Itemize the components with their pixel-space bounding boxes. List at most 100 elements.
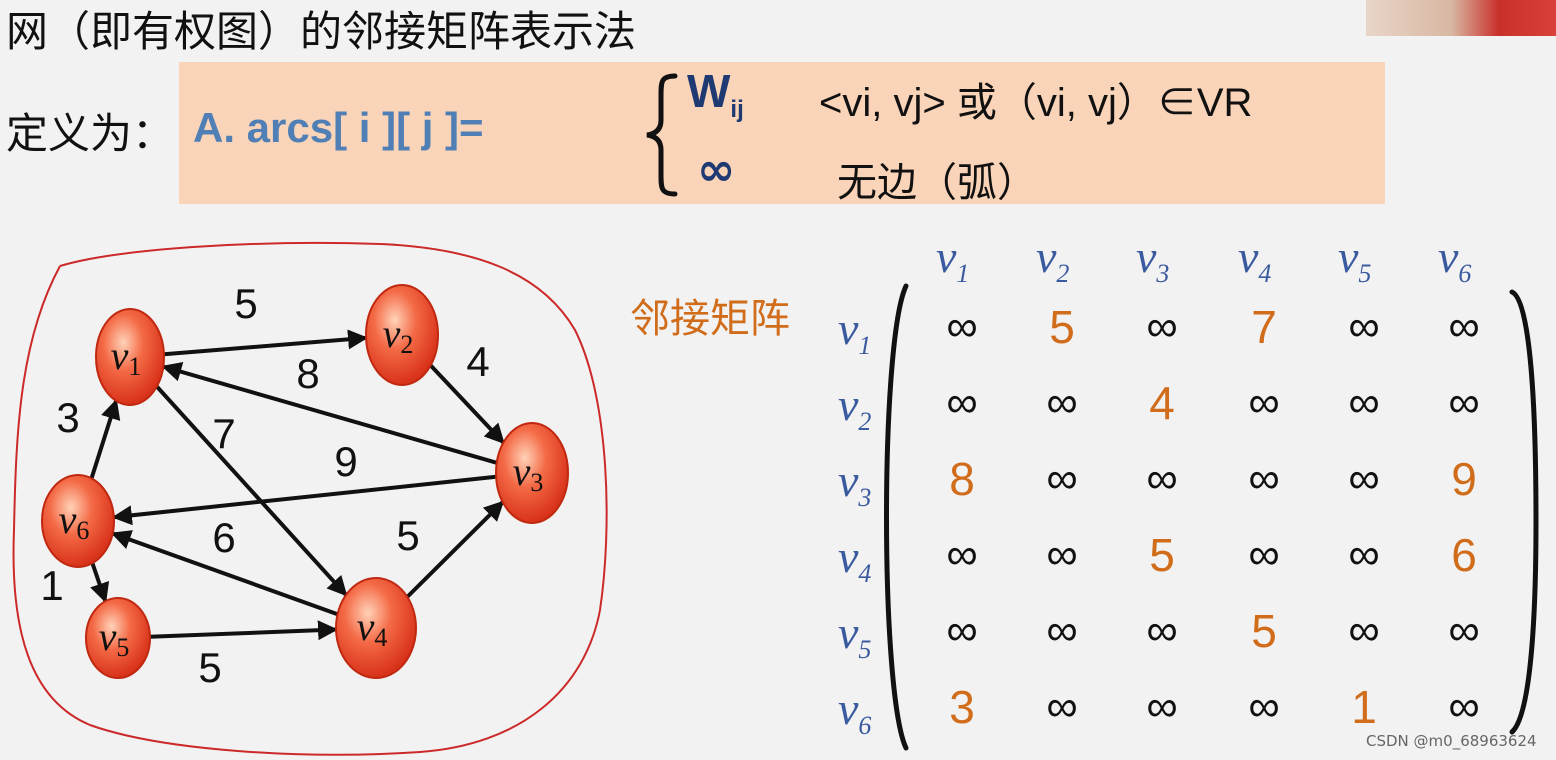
- matrix-cell: ∞: [1448, 606, 1480, 655]
- col-header: v3: [1136, 231, 1170, 289]
- vertex-v5: v5: [85, 597, 151, 679]
- vertex-label: v3: [513, 449, 544, 497]
- vertex-shape: [365, 284, 439, 386]
- left-bracket-icon: [884, 283, 909, 751]
- weight-symbol: Wij: [687, 65, 744, 124]
- vertex-shape: [95, 308, 165, 406]
- edge-v6-v1: [89, 398, 121, 479]
- matrix-cell: ∞: [1348, 606, 1380, 655]
- definition-label: 定义为：: [6, 109, 175, 158]
- matrix-cell: ∞: [1146, 302, 1178, 351]
- matrix-cell: 4: [1149, 377, 1175, 429]
- matrix-cell: ∞: [1146, 682, 1178, 731]
- matrix-cell: ∞: [1146, 606, 1178, 655]
- edge-condition: <vi, vj> 或（vi, vj）∈VR: [819, 81, 1253, 125]
- row-header: v5: [838, 607, 872, 665]
- vertex-v6: v6: [41, 474, 115, 568]
- edge-weight-v4-v3: 5: [396, 512, 419, 559]
- matrix-cell: ∞: [1046, 454, 1078, 503]
- matrix-cell: ∞: [1448, 302, 1480, 351]
- right-bracket-icon: [1509, 289, 1539, 735]
- edge-weight-v5-v4: 5: [198, 644, 221, 691]
- matrix-cell: ∞: [1448, 682, 1480, 731]
- col-header: v1: [936, 231, 970, 289]
- vertex-v3: v3: [495, 422, 569, 524]
- edge-weight-v1-v4: 7: [212, 410, 235, 457]
- matrix-cell: ∞: [1046, 378, 1078, 427]
- formula-lhs: A. arcs[ i ][ j ]=: [193, 104, 484, 151]
- matrix-cell: 9: [1451, 453, 1477, 505]
- edge-weight-v6-v5: 1: [40, 562, 63, 609]
- watermark: CSDN @m0_68963624: [1366, 732, 1537, 750]
- matrix-cell: ∞: [946, 606, 978, 655]
- edge-v2-v3: [429, 363, 505, 445]
- col-header: v2: [1036, 231, 1070, 289]
- vertex-label: v4: [357, 604, 388, 652]
- col-header: v4: [1238, 231, 1272, 289]
- matrix-cell: ∞: [1448, 378, 1480, 427]
- edge-v6-v5: [90, 562, 110, 604]
- edge-v1-v2: [163, 329, 369, 357]
- matrix-cell: 5: [1251, 605, 1277, 657]
- matrix-cell: 1: [1351, 681, 1377, 733]
- matrix-cell: ∞: [1046, 530, 1078, 579]
- vertex-v1: v1: [95, 308, 165, 406]
- matrix-cell: ∞: [1248, 378, 1280, 427]
- matrix-title: 邻接矩阵: [630, 296, 790, 342]
- edge-weight-v3-v6: 9: [334, 438, 357, 485]
- matrix-cell: ∞: [1046, 606, 1078, 655]
- matrix-cell: 5: [1049, 301, 1075, 353]
- matrix-cell: ∞: [1248, 682, 1280, 731]
- matrix-cell: 8: [949, 453, 975, 505]
- matrix-cell: ∞: [1348, 530, 1380, 579]
- webcam-overlay: [1366, 0, 1556, 36]
- row-header: v3: [838, 455, 872, 513]
- matrix-cell: ∞: [1248, 530, 1280, 579]
- edge-weight-v2-v3: 4: [466, 338, 489, 385]
- vertex-v2: v2: [365, 284, 439, 386]
- graph-outline: [12, 241, 608, 756]
- matrix-cell: ∞: [946, 378, 978, 427]
- vertex-label: v5: [99, 614, 130, 662]
- edge-weight-v6-v1: 3: [56, 394, 79, 441]
- edge-v4-v6: [110, 530, 339, 617]
- matrix-cell: ∞: [1146, 454, 1178, 503]
- matrix-cell: 6: [1451, 529, 1477, 581]
- vertex-shape: [495, 422, 569, 524]
- vertex-label: v2: [383, 311, 414, 359]
- vertex-v4: v4: [335, 577, 417, 679]
- slide-title: 网（即有权图）的邻接矩阵表示法: [6, 7, 637, 56]
- weighted-digraph: 5 4 8 7 9 6 5 3 1 5 v1 v2 v3 v4 v5 v6: [12, 241, 608, 756]
- edge-weight-v1-v2: 5: [234, 280, 257, 327]
- edge-v5-v4: [149, 620, 339, 641]
- matrix-cell: ∞: [1348, 454, 1380, 503]
- vertex-label: v6: [59, 497, 90, 545]
- infinity-symbol: ∞: [697, 142, 736, 196]
- row-header: v2: [838, 379, 872, 437]
- edge-weight-v3-v1: 8: [296, 350, 319, 397]
- vertex-label: v1: [111, 333, 142, 381]
- matrix-cell: ∞: [1248, 454, 1280, 503]
- edge-v3-v6: [111, 474, 497, 526]
- edge-v1-v4: [155, 385, 348, 597]
- row-header: v4: [838, 531, 872, 589]
- matrix-cell: ∞: [1046, 682, 1078, 731]
- matrix-cell: 5: [1149, 529, 1175, 581]
- no-edge-condition: 无边（弧）: [837, 160, 1037, 206]
- edge-v4-v3: [405, 500, 505, 599]
- definition-box: A. arcs[ i ][ j ]= Wij <vi, vj> 或（vi, vj…: [179, 62, 1385, 206]
- matrix-cell: 3: [949, 681, 975, 733]
- vertex-shape: [85, 597, 151, 679]
- edge-weight-v4-v6: 6: [212, 514, 235, 561]
- vertex-shape: [41, 474, 115, 568]
- curly-brace-icon: [646, 73, 678, 197]
- vertex-shape: [335, 577, 417, 679]
- matrix-cell: ∞: [1348, 302, 1380, 351]
- row-header: v1: [838, 303, 872, 361]
- matrix-cell: ∞: [946, 530, 978, 579]
- col-header: v6: [1438, 231, 1472, 289]
- matrix-cell: ∞: [1348, 378, 1380, 427]
- row-header: v6: [838, 683, 872, 741]
- col-header: v5: [1338, 231, 1372, 289]
- matrix-cell: 7: [1251, 301, 1277, 353]
